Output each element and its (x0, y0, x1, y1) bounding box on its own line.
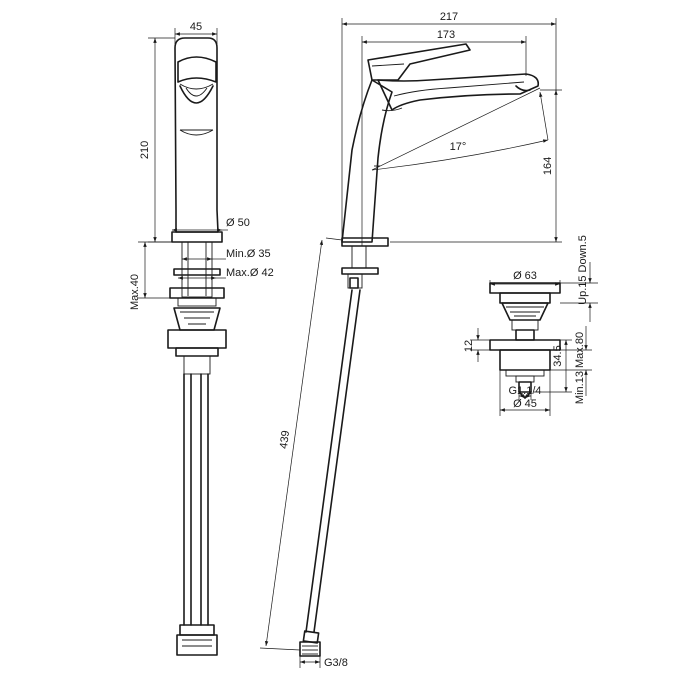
side-view: 45 210 Max.40 Ø 50 Min.Ø 35 (129, 21, 274, 656)
dim-front-hose-thread-label: G3/8 (324, 657, 348, 669)
dim-side-width-label: 45 (190, 21, 202, 33)
dim-waste-up-down: Up.15 Down.5 (560, 235, 598, 322)
dim-side-max-deck: Max.40 (129, 241, 172, 310)
dim-waste-body-height: 34.5 (534, 339, 572, 393)
dim-front-spout-height-label: 164 (542, 157, 554, 175)
dim-side-width: 45 (174, 21, 218, 44)
dim-side-base-diameter: Ø 50 (172, 217, 250, 232)
front-view: 217 173 17° 164 439 (259, 11, 562, 669)
dim-side-max-deck-label: Max.40 (129, 274, 141, 310)
waste-view: Ø 63 Up.15 Down.5 12 34.5 (463, 235, 598, 416)
dim-side-min-hole: Min.Ø 35 (182, 248, 271, 261)
dim-side-min-hole-label: Min.Ø 35 (226, 248, 271, 260)
dim-front-total-depth-label: 217 (440, 11, 458, 23)
dim-waste-head-diameter-label: Ø 63 (513, 270, 537, 282)
dim-waste-thread: G1.1/4 (508, 384, 542, 400)
dim-waste-basin-thickness-label: Min.13 Max.80 (574, 332, 586, 404)
dim-side-max-hole: Max.Ø 42 (178, 267, 274, 280)
dim-front-angle: 17° (371, 87, 549, 171)
dim-front-hose-thread: G3/8 (299, 656, 348, 669)
dim-waste-head-diameter: Ø 63 (489, 270, 561, 288)
dim-waste-up-down-label: Up.15 Down.5 (577, 235, 589, 305)
dim-front-spout-reach-label: 173 (437, 29, 455, 41)
dim-side-height-label: 210 (139, 141, 151, 159)
dim-waste-offset-label: 12 (463, 340, 475, 352)
dim-waste-thread-label: G1.1/4 (508, 385, 541, 397)
side-view-body (167, 37, 227, 656)
dim-waste-body-height-label: 34.5 (552, 345, 564, 366)
dim-front-spout-height: 164 (390, 89, 562, 243)
dim-waste-body-diameter: Ø 45 (499, 370, 551, 416)
dim-front-hose-length-label: 439 (278, 430, 292, 450)
dim-side-base-diameter-label: Ø 50 (226, 217, 250, 229)
dim-side-height: 210 (139, 37, 175, 243)
dim-waste-body-diameter-label: Ø 45 (513, 398, 537, 410)
dim-front-total-depth: 217 (341, 11, 557, 238)
dim-side-max-hole-label: Max.Ø 42 (226, 267, 274, 279)
dim-front-hose-length: 439 (259, 237, 343, 651)
dim-waste-basin-thickness: Min.13 Max.80 (550, 326, 592, 404)
waste-view-body (489, 282, 561, 399)
dim-front-spout-reach: 173 (361, 29, 527, 246)
dim-front-angle-label: 17° (450, 141, 467, 153)
dim-waste-offset: 12 (463, 328, 490, 362)
